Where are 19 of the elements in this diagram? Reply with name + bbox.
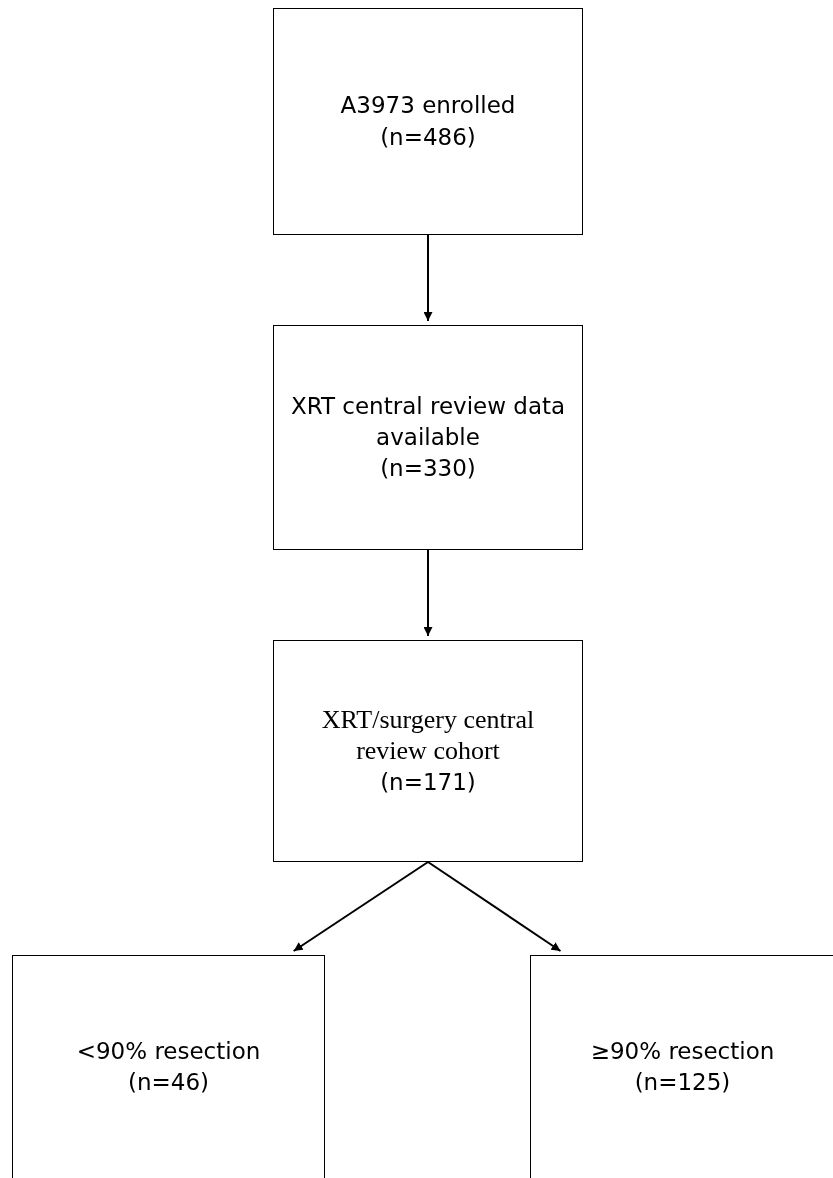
count-label: (n=125) [634,1068,731,1097]
arrow [423,549,433,637]
process-box [273,640,583,862]
process-box [273,325,583,550]
box-title: XRT/surgery central review cohort [320,704,536,767]
arrow [292,861,429,952]
arrow [427,861,562,952]
count-label: (n=486) [380,122,476,152]
process-box [530,955,833,1178]
count-label: (n=330) [380,454,476,483]
arrow [423,234,433,322]
count-label: (n=171) [380,767,476,797]
box-title: ≥90% resection [590,1036,775,1066]
box-title: A3973 enrolled [340,91,516,121]
box-title: <90% resection [76,1036,261,1066]
box-title: XRT central review data available [289,391,567,452]
process-box [273,8,583,235]
count-label: (n=46) [127,1068,210,1097]
process-box [12,955,325,1178]
